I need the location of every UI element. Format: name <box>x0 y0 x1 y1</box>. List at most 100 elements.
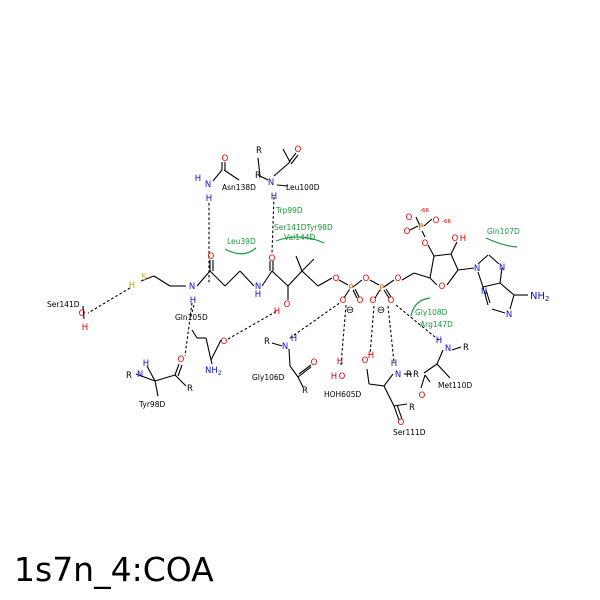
atom-h-ser141: H <box>82 323 88 333</box>
contact-labels: Trp99D Ser141DTyr98D Val144D Leu39D Gly1… <box>227 206 520 329</box>
contact-label-trp99d: Trp99D <box>275 206 303 215</box>
contact-label-arg147d: Arg147D <box>420 320 453 329</box>
atom-r-met2: R <box>413 370 419 380</box>
contact-label-leu39d: Leu39D <box>227 237 256 246</box>
atom-n9: N <box>474 264 480 274</box>
contact-label-gly108d: Gly108D <box>415 308 448 317</box>
atom-o-ring: O <box>439 282 446 292</box>
atom-o-3p: O <box>422 239 429 249</box>
atom-r-tyr2: R <box>187 384 193 394</box>
atom-n-ser111: N <box>395 370 401 380</box>
atom-o-p2a: O <box>370 296 377 306</box>
atom-n-amide2: N <box>255 282 261 292</box>
atom-n-met: N <box>445 344 451 354</box>
charge-symbols: ⊖ ⊖ <box>346 305 385 316</box>
atom-o-hoh: O <box>339 372 346 382</box>
charge-label-b: -66 <box>442 219 451 225</box>
atom-o-p2b: O <box>388 296 395 306</box>
atom-nh2-gln-sub: 2 <box>218 369 222 377</box>
residue-label-gly106d: Gly106D <box>252 373 285 382</box>
atom-h-ser111n: H <box>391 359 397 369</box>
residue-label-leu100d: Leu100D <box>286 183 320 192</box>
atom-o-tyr: O <box>178 355 185 365</box>
residue-label-ser141d: Ser141D <box>47 300 80 309</box>
atom-nh2-gln: NH2 <box>205 366 222 377</box>
residue-bonds <box>82 148 462 421</box>
residue-label-met110d: Met110D <box>438 381 472 390</box>
atom-o-p3a: O <box>406 213 413 223</box>
atom-r-leu2: R <box>255 171 261 181</box>
atom-o-ser141: O <box>79 309 86 319</box>
atom-o-ser111: O <box>362 356 369 366</box>
hydrogen-bonds <box>87 196 442 366</box>
ligand-atoms: H S N H O N H O O H O P O O O P O O O O … <box>129 208 550 320</box>
minus-charge-icon: ⊖ <box>346 305 354 316</box>
atom-h-asn2: H <box>206 194 212 204</box>
minus-charge-icon: ⊖ <box>377 305 385 316</box>
atom-h-thiol: H <box>129 281 135 291</box>
atom-h-hoh2: H <box>331 372 337 382</box>
residue-label-hoh605d: HOH605D <box>324 390 361 399</box>
atom-n-amide1: N <box>189 282 195 292</box>
atom-h-met: H <box>436 336 442 346</box>
residue-label-ser111d: Ser111D <box>393 428 426 437</box>
atom-n-asn: N <box>205 180 211 190</box>
atom-o-p3c: O <box>404 227 411 237</box>
atom-n-gly: N <box>282 342 288 352</box>
atom-n3: N <box>481 287 487 297</box>
atom-r-gly2: R <box>302 386 308 396</box>
atom-h-hydroxyl: H <box>274 307 280 317</box>
atom-o-gln: O <box>221 337 228 347</box>
atom-h-leu: H <box>271 192 277 202</box>
residue-label-asn138d: Asn138D <box>222 183 256 192</box>
atom-nh2: NH2 <box>530 291 549 303</box>
atom-o-hydroxyl2: O <box>452 234 459 244</box>
atom-o-p1b: O <box>357 296 364 306</box>
atom-h-gly: H <box>291 334 297 344</box>
atom-o-leu: O <box>295 145 302 155</box>
atom-nh2-gln-main: NH <box>205 366 218 376</box>
atom-o-met: O <box>419 391 426 401</box>
atom-o-ser111b: O <box>398 418 405 428</box>
atom-r-ser111: R <box>406 370 412 380</box>
atom-r-leu: R <box>256 146 262 156</box>
atom-h-amide2: H <box>255 290 261 300</box>
atom-r-ser111b: R <box>409 403 415 413</box>
atom-o-p1a: O <box>340 296 347 306</box>
contact-arcs <box>224 236 518 317</box>
atom-o-bridge1: O <box>333 274 340 284</box>
atom-n-tyr: N <box>137 370 143 380</box>
atom-h-hoh1: H <box>337 357 343 367</box>
atom-r-met: R <box>463 343 469 353</box>
atom-nh2-sub: 2 <box>545 295 549 303</box>
atom-h-ser111: H <box>368 351 374 361</box>
contact-label-gln107d: Gln107D <box>487 227 520 236</box>
atom-n1: N <box>506 310 512 320</box>
diagram-title: 1s7n_4:COA <box>14 550 214 589</box>
atom-p1: P <box>348 284 353 294</box>
atom-o-gly: O <box>311 358 318 368</box>
atom-o-asn: O <box>222 154 229 164</box>
atom-h-asn: H <box>195 174 201 184</box>
atom-o-amide2: O <box>269 254 276 264</box>
atom-o-bridge2: O <box>363 274 370 284</box>
contact-label-val144d: Val144D <box>284 233 316 242</box>
atom-o-bridge3: O <box>395 274 402 284</box>
atom-o-amide1: O <box>208 252 215 262</box>
atom-h-hydroxyl2: H <box>460 234 466 244</box>
residue-label-gln105d: Gln105D <box>175 313 208 322</box>
contact-label-ser141-tyr98: Ser141DTyr98D <box>274 223 333 232</box>
residue-label-tyr98d: Tyr98D <box>138 400 165 409</box>
atom-s-thiol: S <box>141 273 146 283</box>
atom-h-amide1: H <box>190 296 196 306</box>
atom-h-tyr: H <box>143 359 149 369</box>
atom-nh2-main: NH <box>530 291 545 302</box>
atom-o-p3b: O <box>433 216 440 226</box>
atom-p2: P <box>379 284 384 294</box>
atom-r-gly: R <box>264 337 270 347</box>
atom-p3: P <box>418 223 423 233</box>
residue-atoms: O H N H R O R N H O H O NH2 H R N O R R … <box>79 145 469 428</box>
atom-n-leu: N <box>268 178 274 188</box>
charge-label-a: -66 <box>420 208 429 214</box>
